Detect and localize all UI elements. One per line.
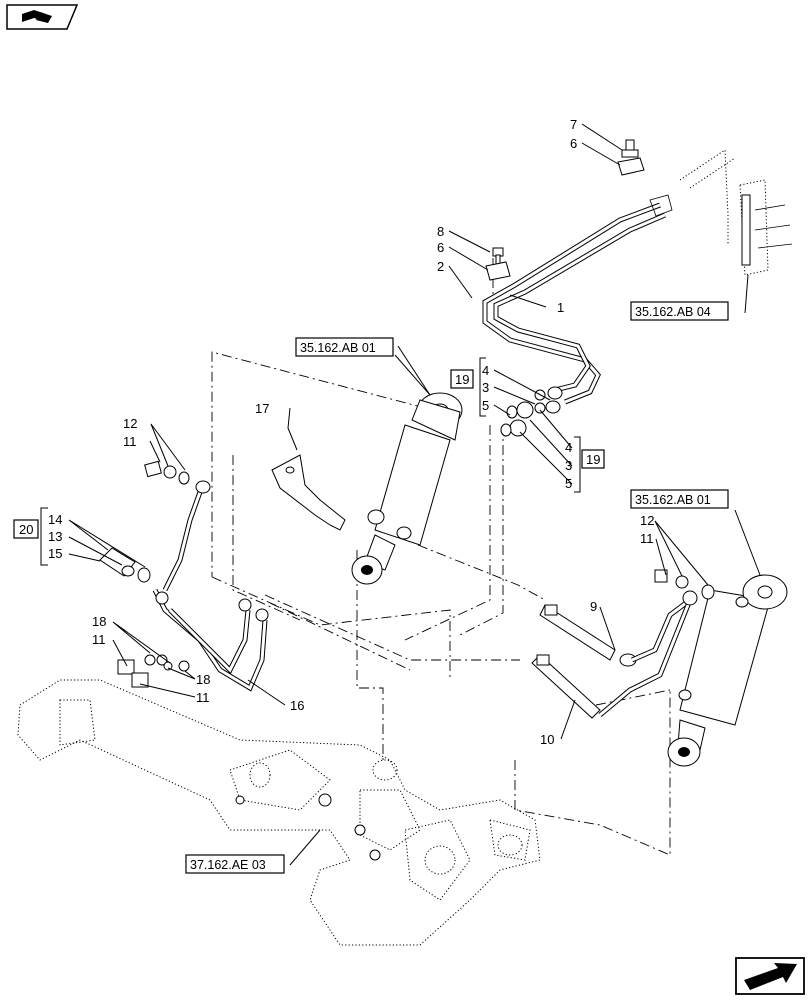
callout-18: 18 (196, 672, 210, 687)
callout-3: 3 (482, 380, 489, 395)
callout-18: 18 (92, 614, 106, 629)
next-page-arrow-icon[interactable] (735, 957, 805, 995)
callout-1: 1 (557, 300, 564, 315)
ref-box-ae03[interactable]: 37.162.AE 03 (185, 854, 285, 874)
callout-13: 13 (48, 529, 62, 544)
svg-text:35.162.AB 04: 35.162.AB 04 (635, 305, 711, 319)
svg-text:35.162.AB 01: 35.162.AB 01 (635, 493, 711, 507)
callout-11: 11 (196, 690, 210, 705)
clamp-screw-7 (617, 139, 645, 176)
bracket-17 (271, 454, 346, 531)
svg-text:37.162.AE 03: 37.162.AE 03 (190, 858, 266, 872)
kit-bracket-19-right: 19 (574, 436, 605, 493)
ref-box-ab01-left[interactable]: 35.162.AB 01 (295, 337, 394, 357)
callout-17: 17 (255, 401, 269, 416)
steel-pipe-pair-top (482, 149, 736, 405)
chassis-outline (17, 679, 541, 946)
kit-bracket-19-left: 19 (450, 357, 486, 417)
callout-6: 6 (570, 136, 577, 151)
callout-3: 3 (565, 458, 572, 473)
clamp-screw-8 (485, 247, 511, 281)
callout-7: 7 (570, 117, 577, 132)
kit-bracket-20: 20 (13, 507, 48, 566)
right-hose-assembly (531, 569, 715, 719)
callout-14: 14 (48, 512, 62, 527)
book-page-icon[interactable] (6, 4, 79, 30)
callout-12: 12 (123, 416, 137, 431)
callout-4: 4 (565, 440, 572, 455)
leader-lines (68, 123, 761, 866)
svg-text:35.162.AB 01: 35.162.AB 01 (300, 341, 376, 355)
kit-label-19: 19 (455, 372, 469, 387)
callout-11: 11 (640, 531, 654, 546)
fittings-group (500, 386, 563, 437)
callout-15: 15 (48, 546, 62, 561)
ref-box-ab01-right[interactable]: 35.162.AB 01 (630, 489, 729, 509)
hydraulic-cylinder-right (667, 574, 788, 767)
callout-8: 8 (437, 224, 444, 239)
dashed-routing-lines (211, 258, 671, 856)
callout-6: 6 (437, 240, 444, 255)
callout-5: 5 (565, 476, 572, 491)
callout-11: 11 (92, 632, 106, 647)
callout-16: 16 (290, 698, 304, 713)
callout-10: 10 (540, 732, 554, 747)
ref-box-ab04[interactable]: 35.162.AB 04 (630, 301, 729, 321)
callout-numbers: 7 6 8 6 2 1 4 3 5 4 3 5 17 12 11 14 13 1… (48, 117, 654, 747)
callout-9: 9 (590, 599, 597, 614)
left-pipe-assembly (152, 480, 269, 692)
callout-2: 2 (437, 259, 444, 274)
callout-11: 11 (123, 434, 137, 449)
distribution-block (739, 179, 793, 276)
hydraulic-cylinder-left (351, 392, 463, 585)
kit-label-20: 20 (19, 522, 33, 537)
callout-12: 12 (640, 513, 654, 528)
callout-4: 4 (482, 363, 489, 378)
callout-5: 5 (482, 398, 489, 413)
kit-label-19: 19 (586, 452, 600, 467)
left-fittings (99, 460, 190, 688)
